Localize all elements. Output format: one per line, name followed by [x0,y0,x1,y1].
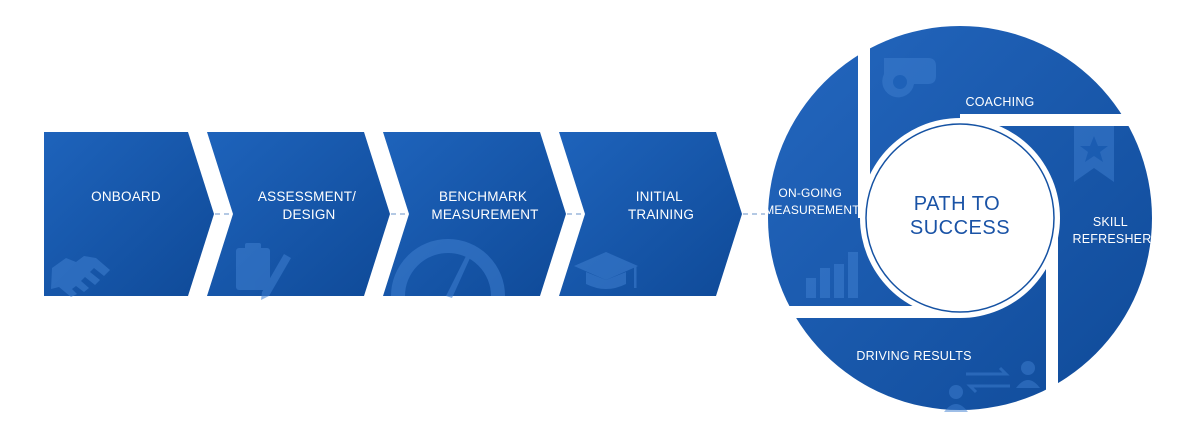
step-label: ONBOARD [91,189,161,204]
segment-label: SKILL REFRESHER [1073,215,1152,246]
bar-chart-icon [806,252,858,298]
ribbon-star-icon [1074,126,1114,182]
step-label: BENCHMARK MEASUREMENT [431,189,538,222]
whistle-icon [882,58,936,98]
center-label: PATH TO SUCCESS [910,193,1010,239]
segment-ongoing-measurement: ON-GOING MEASUREMENT [764,186,860,298]
segment-label: COACHING [966,95,1035,109]
step-onboard: ONBOARD [44,132,214,297]
step-label: ASSESSMENT/ DESIGN [258,189,360,222]
segment-label: DRIVING RESULTS [856,349,971,363]
segment-skill-refresher: SKILL REFRESHER [1073,126,1152,246]
step-chevron [44,132,214,296]
people-exchange-icon [944,361,1040,412]
success-cycle: PATH TO SUCCESS COACHING SKILL REFRESHER [760,26,1160,412]
segment-dividers [760,40,1160,410]
center-circle [865,123,1055,313]
step-assessment-design: ASSESSMENT/ DESIGN [207,132,390,300]
process-steps: ONBOARD ASSESSMENT/ DESIGN [44,132,765,300]
clipboard-icon [236,243,291,300]
step-benchmark-measurement: BENCHMARK MEASUREMENT [383,132,566,298]
segment-driving-results: DRIVING RESULTS [856,349,1040,412]
segment-label: ON-GOING MEASUREMENT [764,186,860,217]
step-initial-training: INITIAL TRAINING [559,132,742,296]
step-label: INITIAL TRAINING [628,189,694,222]
segment-coaching: COACHING [882,58,1034,109]
gauge-icon [391,239,505,298]
graduation-cap-icon [574,252,638,289]
handshake-icon [51,256,110,297]
